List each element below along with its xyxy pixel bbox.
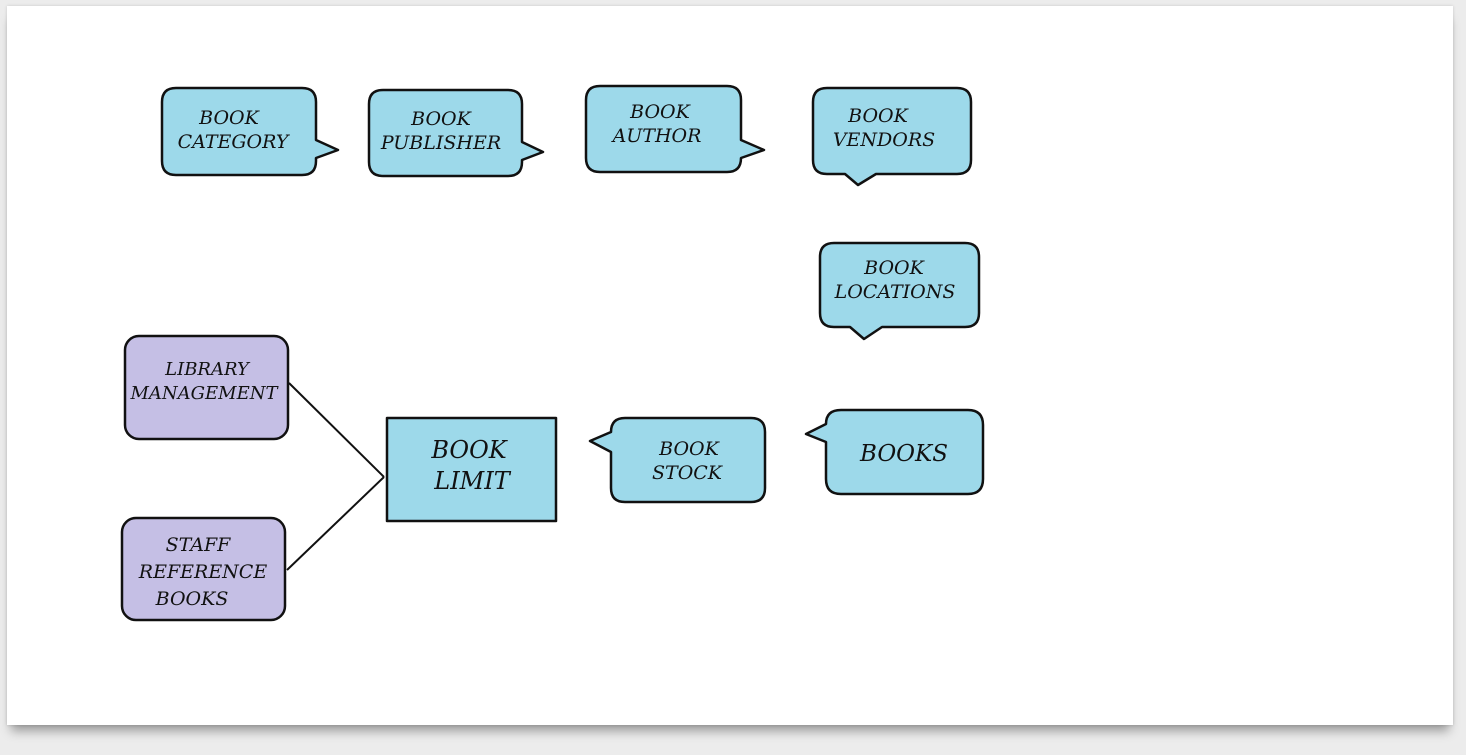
- book-author-label-line1: BOOK: [629, 101, 691, 123]
- library-management-box: [123, 334, 290, 441]
- book-category-label-line2: CATEGORY: [178, 131, 291, 153]
- connector-staff-reference-to-book-limit: [286, 476, 385, 571]
- book-publisher-callout-shape: [367, 88, 545, 178]
- book-limit-label-line2: LIMIT: [433, 467, 511, 495]
- node-book-author: BOOK AUTHOR: [584, 84, 766, 174]
- connector-library-management-to-book-limit: [288, 382, 385, 478]
- books-label: BOOKS: [859, 441, 948, 467]
- node-staff-reference-books: STAFF REFERENCE BOOKS: [120, 516, 287, 622]
- book-publisher-label-line2: PUBLISHER: [380, 132, 501, 154]
- book-locations-callout-shape: [818, 241, 981, 341]
- node-book-limit: BOOK LIMIT: [385, 416, 558, 523]
- book-limit-box: [385, 416, 558, 523]
- node-books: BOOKS: [804, 408, 985, 496]
- books-callout-shape: [804, 408, 985, 496]
- book-author-label-line2: AUTHOR: [611, 125, 702, 147]
- book-publisher-label-line1: BOOK: [410, 108, 472, 130]
- library-management-label-line1: LIBRARY: [164, 359, 251, 380]
- book-category-label-line1: BOOK: [198, 107, 260, 129]
- node-library-management: LIBRARY MANAGEMENT: [123, 334, 290, 441]
- node-book-publisher: BOOK PUBLISHER: [367, 88, 545, 178]
- staff-reference-books-label-line2: REFERENCE: [138, 561, 268, 583]
- book-category-callout-shape: [160, 86, 340, 177]
- node-book-vendors: BOOK VENDORS: [811, 86, 973, 187]
- library-management-label-line2: MANAGEMENT: [129, 383, 279, 404]
- book-vendors-label-line2: VENDORS: [833, 129, 935, 151]
- node-book-category: BOOK CATEGORY: [160, 86, 340, 177]
- book-stock-label-line2: STOCK: [652, 462, 724, 484]
- node-book-stock: BOOK STOCK: [588, 416, 767, 504]
- book-stock-label-line1: BOOK: [658, 438, 720, 460]
- book-limit-label-line1: BOOK: [430, 436, 508, 464]
- book-locations-label-line1: BOOK: [863, 257, 925, 279]
- book-stock-callout-shape: [588, 416, 767, 504]
- book-vendors-label-line1: BOOK: [847, 105, 909, 127]
- node-book-locations: BOOK LOCATIONS: [818, 241, 981, 341]
- staff-reference-books-box: [120, 516, 287, 622]
- book-locations-label-line2: LOCATIONS: [834, 281, 956, 303]
- book-vendors-callout-shape: [811, 86, 973, 187]
- staff-reference-books-label-line3: BOOKS: [155, 588, 229, 610]
- staff-reference-books-label-line1: STAFF: [166, 534, 232, 556]
- book-author-callout-shape: [584, 84, 766, 174]
